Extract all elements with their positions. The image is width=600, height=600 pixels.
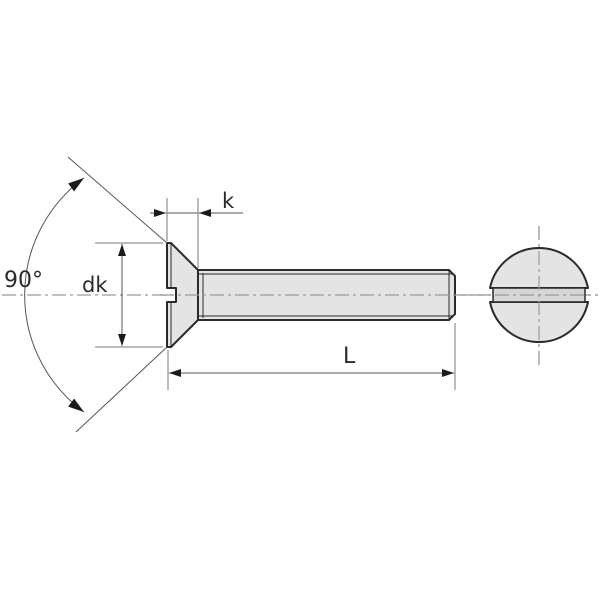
dk-label: dk [82, 273, 108, 297]
k-dimension: k [150, 189, 243, 268]
angle-dimension: 90° [4, 156, 168, 433]
length-dimension: L [167, 323, 456, 390]
length-label: L [343, 344, 356, 369]
end-view [470, 226, 598, 368]
k-label: k [222, 189, 235, 213]
dk-dimension: dk [82, 242, 163, 348]
angle-label: 90° [4, 268, 43, 293]
side-view [160, 242, 470, 348]
